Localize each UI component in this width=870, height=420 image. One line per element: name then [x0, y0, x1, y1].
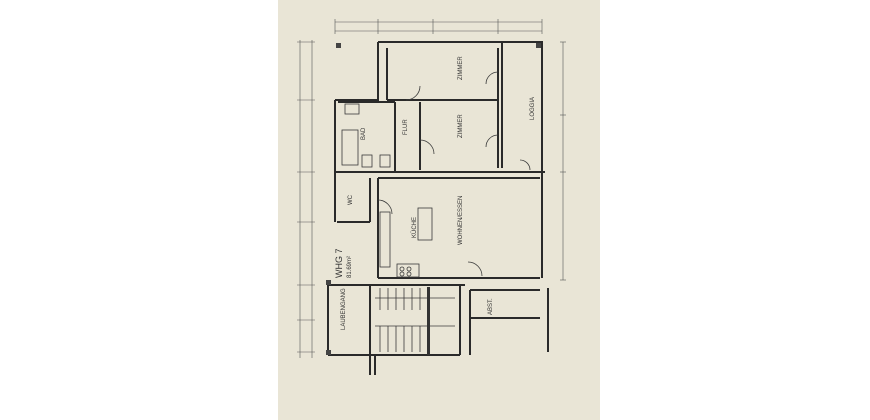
label-wc: WC [348, 194, 354, 205]
kitchen-island [417, 207, 433, 241]
label-laubengang: LAUBENGANG [341, 288, 347, 330]
label-flur: FLUR [403, 119, 409, 135]
stairs [375, 287, 455, 355]
label-unit: WHG 7 [334, 248, 344, 278]
stove [396, 263, 420, 278]
fixtures [341, 71, 531, 278]
label-zimmer-2: ZIMMER [458, 114, 464, 138]
label-unit-area: 81.69m² [347, 256, 353, 278]
dimension-lines [297, 19, 566, 358]
label-loggia: LOGGIA [530, 97, 536, 120]
label-zimmer-1: ZIMMER [458, 56, 464, 80]
paper-sheet [278, 0, 600, 420]
walls [326, 41, 549, 375]
label-abst: ABST. [488, 298, 494, 315]
label-kueche: KÜCHE [411, 217, 418, 238]
room-labels: ZIMMER ZIMMER LOGGIA FLUR BAD WC KÜCHE W… [334, 56, 536, 330]
label-wohnen-essen: WOHNEN/ESSEN [458, 196, 464, 245]
label-bad: BAD [361, 127, 367, 140]
